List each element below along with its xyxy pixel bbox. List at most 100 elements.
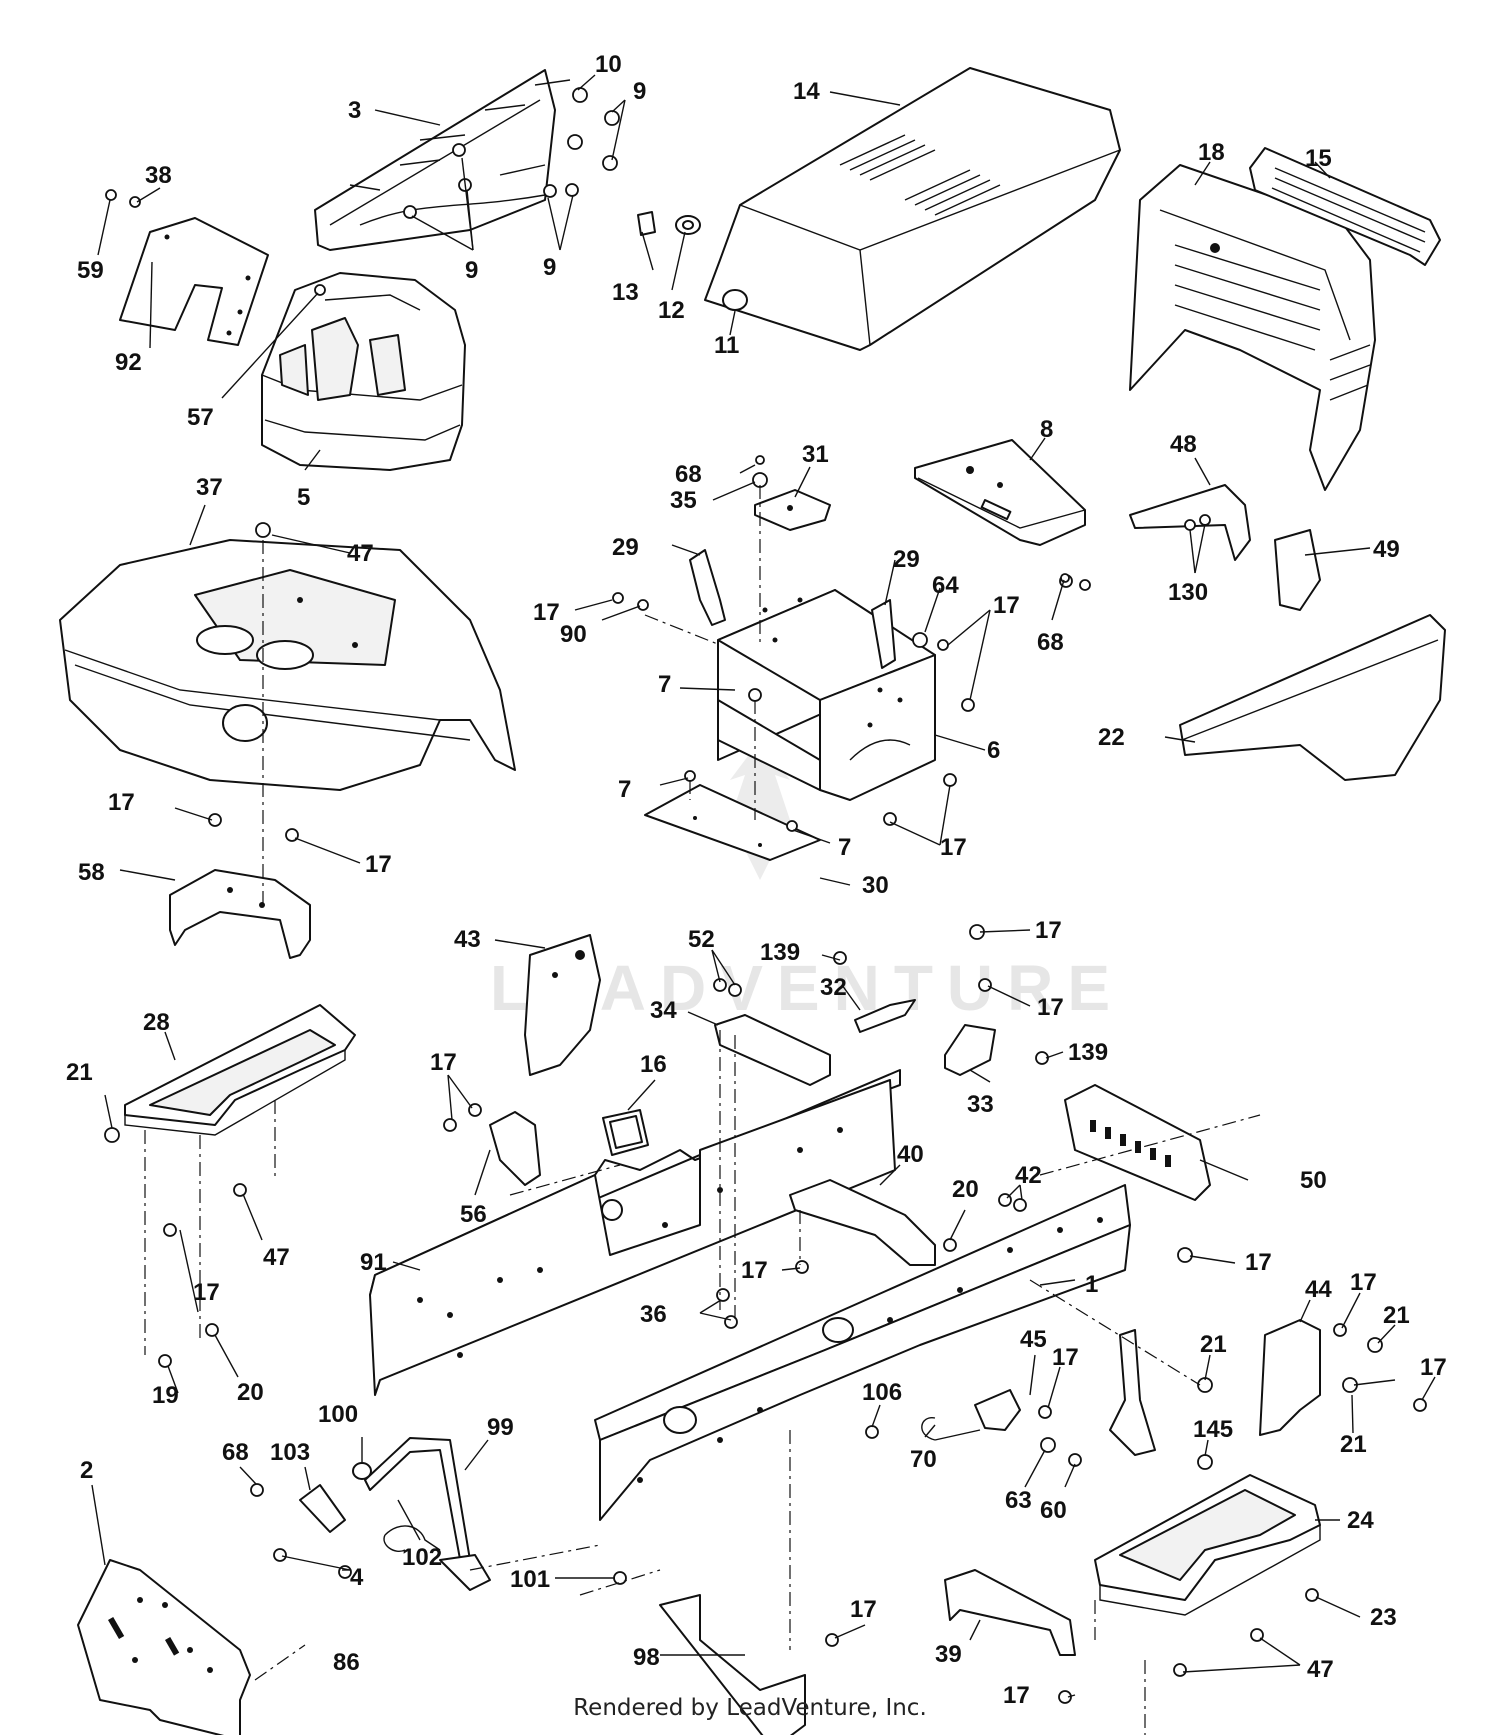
part-49-bracket [1274,529,1321,611]
part-39-bracket [944,1569,1076,1656]
callout-30: 30 [862,872,889,899]
callout-99: 99 [487,1414,514,1441]
callout-64: 64 [932,572,959,599]
callout-17: 17 [1350,1269,1377,1296]
callout-9: 9 [465,257,478,284]
callout-57: 57 [187,404,214,431]
callout-38: 38 [145,162,172,189]
part-31-plate [754,489,831,531]
callout-101: 101 [510,1566,550,1593]
callout-17: 17 [940,834,967,861]
callout-2: 2 [80,1457,93,1484]
callout-17: 17 [193,1279,220,1306]
callout-68: 68 [1037,629,1064,656]
part-98-bracket [659,1594,806,1735]
part-6-box [717,589,936,801]
callout-100: 100 [318,1401,358,1428]
callout-58: 58 [78,859,105,886]
callout-91: 91 [360,1249,387,1276]
callout-8: 8 [1040,416,1053,443]
callout-52: 52 [688,926,715,953]
callout-90: 90 [560,621,587,648]
callout-103: 103 [270,1439,310,1466]
callout-43: 43 [454,926,481,953]
callout-17: 17 [1035,917,1062,944]
part-28-footrest [124,1004,356,1136]
part-18-grille-housing [1129,164,1376,491]
callout-36: 36 [640,1301,667,1328]
callout-102: 102 [402,1544,442,1571]
callout-labels: 3 10 9 9 9 14 18 15 38 59 92 57 5 13 12 … [66,51,1447,1709]
part-102-pin [383,1525,441,1552]
callout-17: 17 [1037,994,1064,1021]
callout-17: 17 [1420,1354,1447,1381]
callout-50: 50 [1300,1167,1327,1194]
callout-21: 21 [1383,1302,1410,1329]
part-56-bracket [489,1111,541,1186]
callout-7: 7 [838,834,851,861]
callout-98: 98 [633,1644,660,1671]
part-8-plate [914,439,1086,546]
part-24-footrest [1094,1474,1321,1616]
callout-42: 42 [1015,1162,1042,1189]
part-13-12-11-hardware [637,211,748,311]
part-15-grille-insert [1249,147,1441,266]
callout-35: 35 [670,487,697,514]
part-32-bracket [854,999,916,1033]
callout-22: 22 [1098,724,1125,751]
callout-45: 45 [1020,1326,1047,1353]
callout-17: 17 [1245,1249,1272,1276]
callout-29: 29 [612,534,639,561]
part-103-clip [299,1484,346,1533]
callout-13: 13 [612,279,639,306]
assembly-lines [144,485,1261,1735]
callout-20: 20 [237,1379,264,1406]
callout-40: 40 [897,1141,924,1168]
callout-17: 17 [430,1049,457,1076]
part-29-bracket-right [871,599,896,669]
callout-17: 17 [850,1596,877,1623]
callout-17: 17 [365,851,392,878]
part-58-bracket [169,869,311,959]
callout-47: 47 [1307,1656,1334,1683]
part-22-side-panel [1179,614,1446,781]
callout-47: 47 [347,540,374,567]
callout-47: 47 [263,1244,290,1271]
callout-63: 63 [1005,1487,1032,1514]
callout-106: 106 [862,1379,902,1406]
callout-20: 20 [952,1176,979,1203]
callout-10: 10 [595,51,622,78]
part-37-fender [59,539,516,791]
callout-21: 21 [1340,1431,1367,1458]
callout-68: 68 [675,461,702,488]
part-50-bracket [1064,1084,1211,1201]
part-45-bracket [974,1389,1021,1431]
callout-9: 9 [543,254,556,281]
callout-44: 44 [1305,1276,1332,1303]
hardware-fasteners [104,87,1427,1704]
callout-17: 17 [1003,1682,1030,1709]
callout-145: 145 [1193,1416,1233,1443]
callout-24: 24 [1347,1507,1374,1534]
callout-28: 28 [143,1009,170,1036]
callout-4: 4 [350,1564,364,1591]
callout-7: 7 [618,776,631,803]
part-43-bracket [524,934,601,1076]
callout-1: 1 [1085,1271,1098,1298]
callout-59: 59 [77,257,104,284]
callout-49: 49 [1373,536,1400,563]
callout-32: 32 [820,974,847,1001]
part-29-bracket-left [689,549,726,626]
callout-17: 17 [533,599,560,626]
callout-7: 7 [658,671,671,698]
callout-17: 17 [741,1257,768,1284]
callout-33: 33 [967,1091,994,1118]
rendered-by-footer: Rendered by LeadVenture, Inc. [573,1695,927,1721]
part-16-grommet [602,1109,649,1156]
part-40-bracket [789,1179,936,1266]
callout-17: 17 [993,592,1020,619]
callout-17: 17 [1052,1344,1079,1371]
part-2-floor-plate [77,1559,251,1735]
callout-37: 37 [196,474,223,501]
